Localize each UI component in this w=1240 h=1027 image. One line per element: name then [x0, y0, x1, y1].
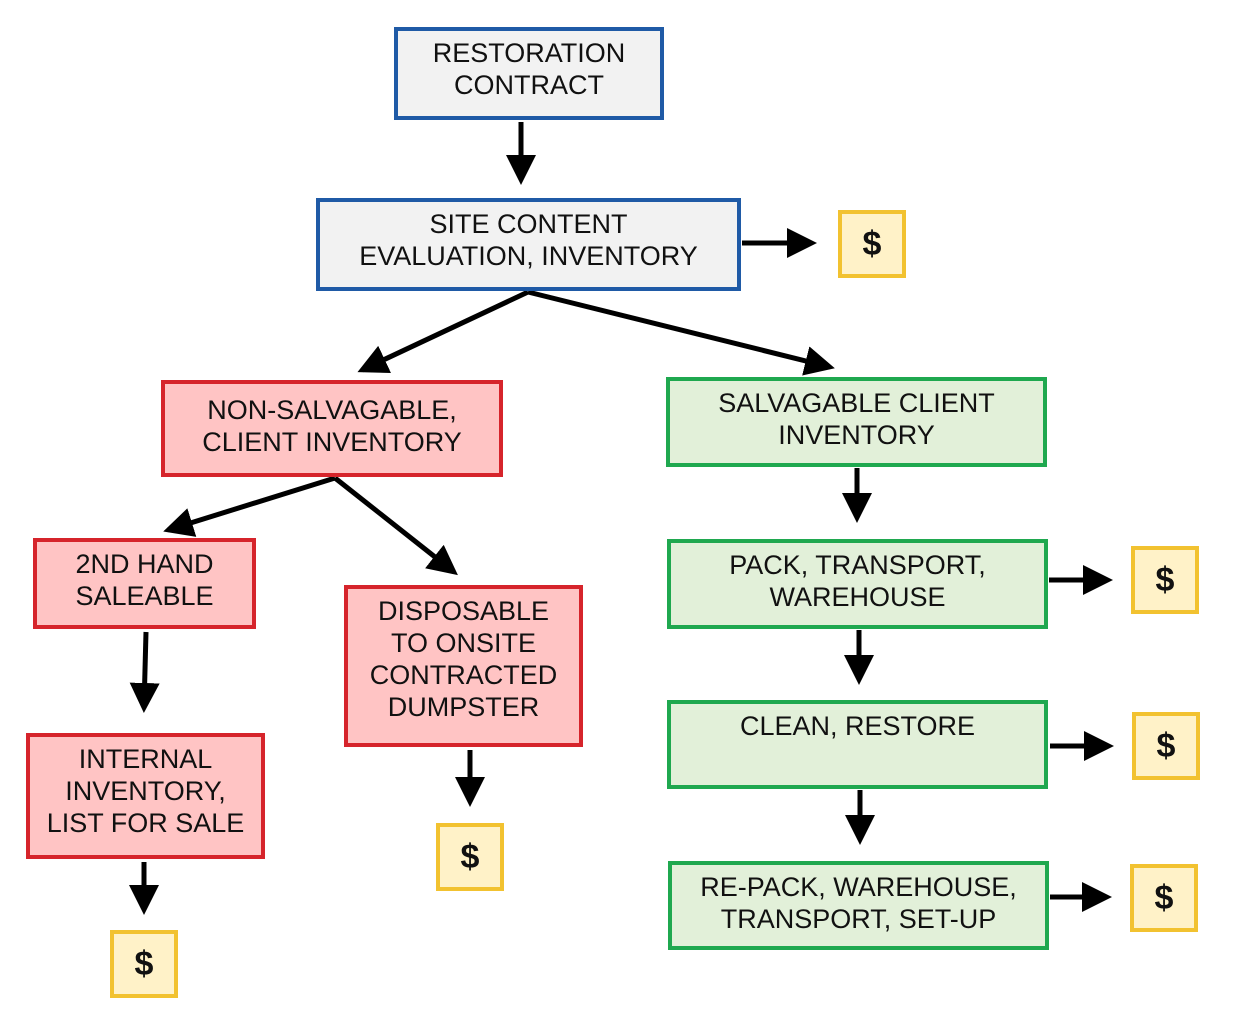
node-text: SITE CONTENT: [429, 209, 628, 239]
node-text: CLEAN, RESTORE: [739, 711, 976, 741]
node-non-salvagable: NON-SALVAGABLE, CLIENT INVENTORY: [161, 380, 503, 477]
node-text: DISPOSABLE: [377, 596, 550, 626]
node-second-hand: 2ND HAND SALEABLE: [33, 538, 256, 629]
node-repack: RE-PACK, WAREHOUSE, TRANSPORT, SET-UP: [668, 861, 1049, 950]
node-text: NON-SALVAGABLE,: [207, 395, 457, 425]
node-text: RE-PACK, WAREHOUSE,: [700, 872, 1017, 902]
node-text: CLIENT INVENTORY: [202, 427, 462, 457]
node-text: INTERNAL: [78, 744, 213, 774]
arrow-nonsalvagable-to-secondhand: [163, 475, 336, 537]
node-restoration-contract: RESTORATION CONTRACT: [394, 27, 664, 120]
arrow-secondhand-to-internal: [129, 631, 160, 713]
arrow-evaluation-to-nonsalvagable: [357, 289, 530, 373]
dollar-icon: $: [1130, 864, 1198, 932]
dollar-icon: $: [838, 210, 906, 278]
node-text: WAREHOUSE: [769, 582, 946, 612]
node-salvagable: SALVAGABLE CLIENT INVENTORY: [666, 377, 1047, 467]
node-text: PACK, TRANSPORT,: [729, 550, 986, 580]
node-text: DUMPSTER: [387, 692, 540, 722]
node-site-evaluation: SITE CONTENT EVALUATION, INVENTORY: [316, 198, 741, 291]
dollar-icon: $: [110, 930, 178, 998]
node-text: INVENTORY,: [65, 776, 226, 806]
node-text: RESTORATION: [432, 38, 626, 68]
dollar-icon: $: [1131, 546, 1199, 614]
node-text: SALEABLE: [75, 581, 214, 611]
node-text: TO ONSITE: [390, 628, 537, 658]
node-internal-inventory: INTERNAL INVENTORY, LIST FOR SALE: [26, 733, 265, 859]
node-pack-transport: PACK, TRANSPORT, WAREHOUSE: [667, 539, 1048, 629]
node-text: CONTRACT: [454, 70, 604, 100]
dollar-icon: $: [436, 823, 504, 891]
node-text: LIST FOR SALE: [46, 808, 245, 838]
node-clean-restore: CLEAN, RESTORE: [667, 700, 1048, 789]
node-disposable: DISPOSABLE TO ONSITE CONTRACTED DUMPSTER: [344, 585, 583, 747]
node-text: TRANSPORT, SET-UP: [720, 904, 997, 934]
node-text: EVALUATION, INVENTORY: [359, 241, 698, 271]
arrow-nonsalvagable-to-disposable: [333, 476, 458, 576]
node-text: SALVAGABLE CLIENT: [718, 388, 995, 418]
node-text: 2ND HAND: [75, 549, 214, 579]
dollar-icon: $: [1132, 712, 1200, 780]
node-text: CONTRACTED: [369, 660, 558, 690]
node-text: INVENTORY: [778, 420, 935, 450]
arrow-evaluation-to-salvagable: [527, 289, 835, 376]
